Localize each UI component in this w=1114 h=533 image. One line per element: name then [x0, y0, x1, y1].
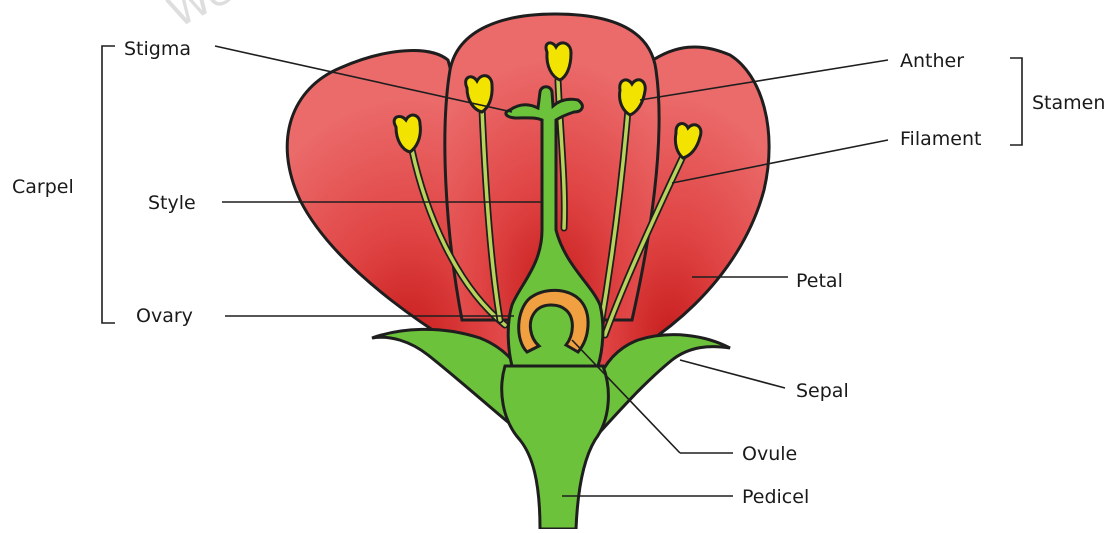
- sepal-leader: [680, 360, 785, 388]
- stamen-bracket: [1010, 58, 1022, 145]
- label-stamen: Stamen: [1032, 94, 1105, 113]
- receptacle-pedicel: [502, 366, 609, 529]
- carpel-bracket: [102, 46, 115, 323]
- label-filament: Filament: [900, 130, 981, 149]
- label-petal: Petal: [796, 272, 843, 291]
- label-carpel: Carpel: [12, 178, 74, 197]
- label-sepal: Sepal: [796, 382, 849, 401]
- label-stigma: Stigma: [124, 40, 191, 59]
- label-anther: Anther: [900, 52, 964, 71]
- label-pedicel: Pedicel: [742, 488, 809, 507]
- label-ovule: Ovule: [742, 445, 797, 464]
- label-ovary: Ovary: [136, 307, 193, 326]
- label-style: Style: [148, 194, 196, 213]
